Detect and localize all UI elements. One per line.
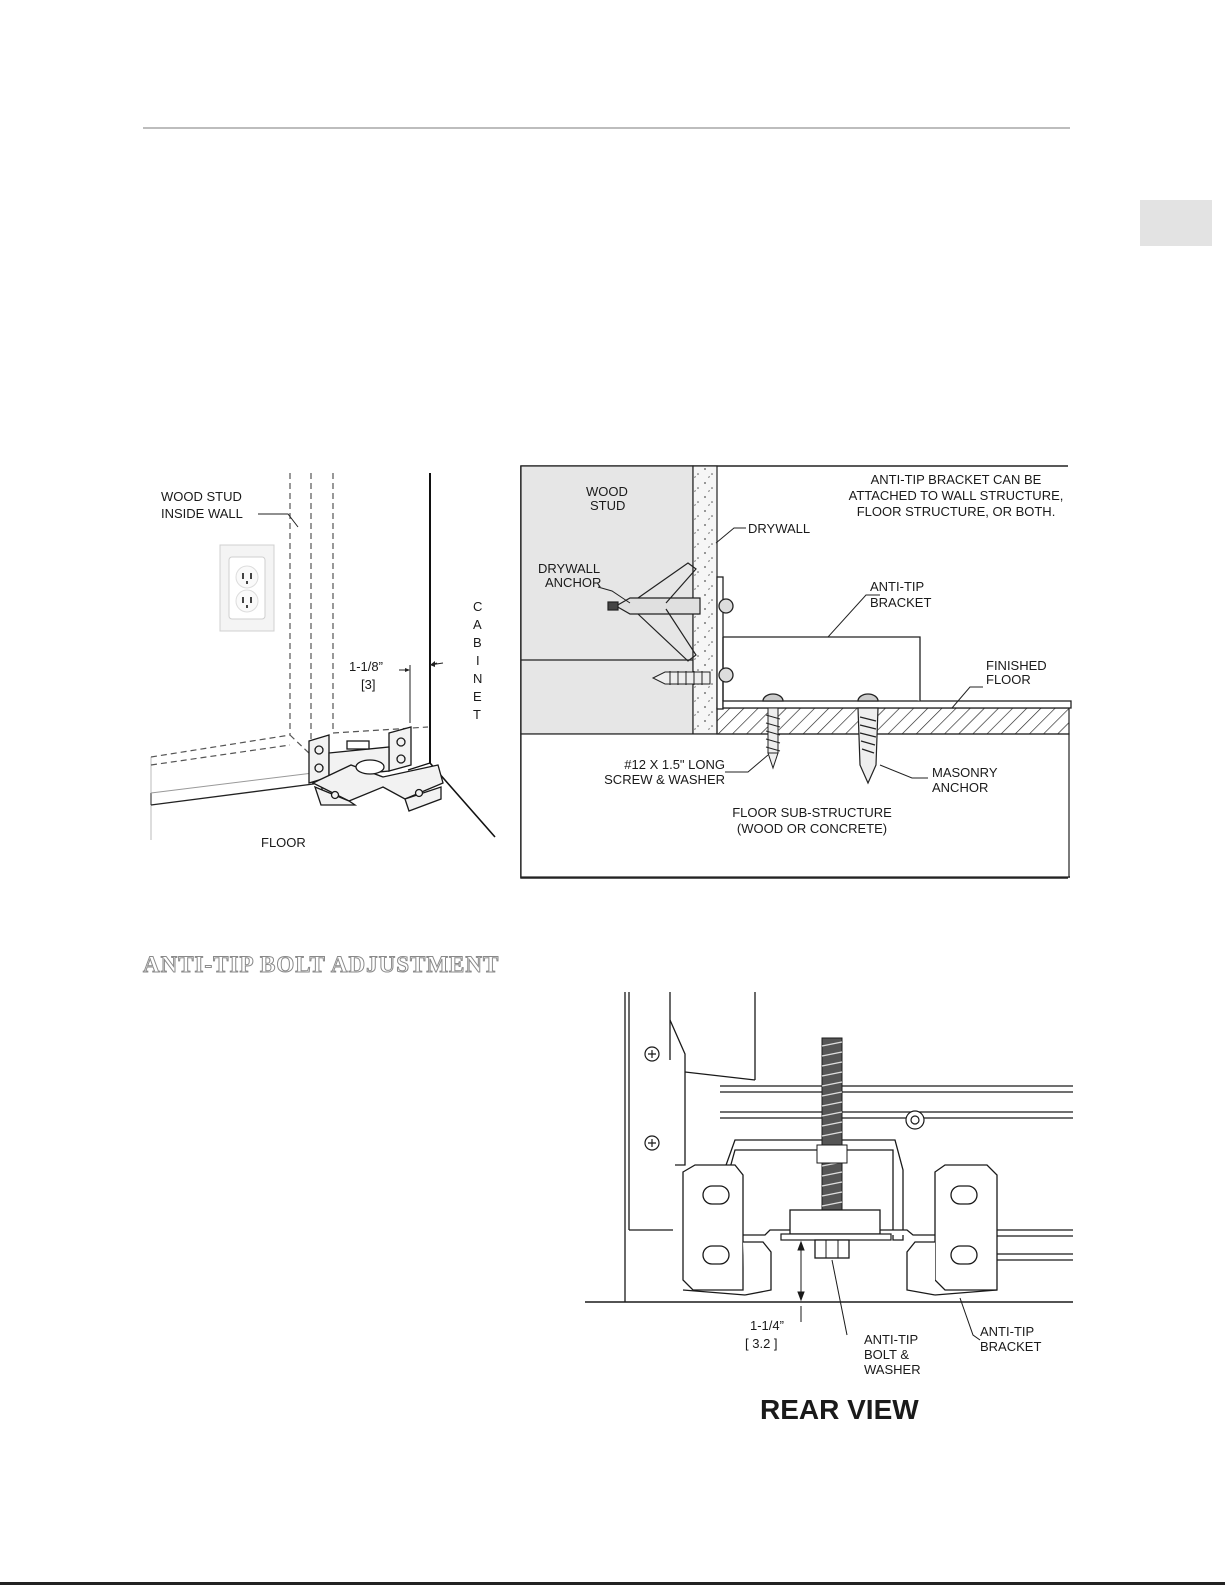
svg-text:C: C [473, 599, 482, 614]
frame-screws [644, 1046, 925, 1151]
svg-text:E: E [473, 689, 482, 704]
label-floor-sub-structure: FLOOR SUB-STRUCTURE [732, 805, 892, 820]
label-anti-tip-bolt-2: BOLT & [864, 1347, 909, 1362]
stud-screw [651, 671, 711, 685]
figure-wall-perspective: WOOD STUD INSIDE WALL 1-1/8” [3] C A B I… [150, 473, 496, 850]
svg-text:B: B [473, 635, 482, 650]
note-line-2: ATTACHED TO WALL STRUCTURE, [849, 488, 1064, 503]
dimension-1-1-4: 1-1/4” [750, 1318, 784, 1333]
label-drywall-anchor-2: ANCHOR [545, 575, 601, 590]
anti-tip-bracket-section [716, 576, 1072, 710]
label-wood-stud: WOOD [586, 484, 628, 499]
label-wood-stud-inside-wall: WOOD STUD [161, 489, 242, 504]
svg-text:N: N [473, 671, 482, 686]
label-screw-washer-2: SCREW & WASHER [604, 772, 725, 787]
label-finished-floor-2: FLOOR [986, 672, 1031, 687]
dimension-1-1-8: 1-1/8” [349, 659, 383, 674]
label-anti-tip-bolt: ANTI-TIP [864, 1332, 918, 1347]
rear-view-caption: REAR VIEW [760, 1394, 919, 1425]
masonry-anchor [857, 707, 879, 785]
label-anti-tip-bracket-2: BRACKET [870, 595, 931, 610]
floor-screw [765, 707, 781, 770]
label-wood-stud-2: STUD [590, 498, 625, 513]
label-floor-sub-structure-2: (WOOD OR CONCRETE) [737, 821, 887, 836]
dimension-3-2: [ 3.2 ] [745, 1336, 778, 1351]
figure-rear-view: 1-1/4” [ 3.2 ] ANTI-TIP BOLT & WASHER AN… [585, 992, 1073, 1377]
note-line-1: ANTI-TIP BRACKET CAN BE [871, 472, 1042, 487]
label-anti-tip-bracket-rear-2: BRACKET [980, 1339, 1041, 1354]
label-floor: FLOOR [261, 835, 306, 850]
label-masonry-anchor-2: ANCHOR [932, 780, 988, 795]
label-wood-stud-inside-wall-2: INSIDE WALL [161, 506, 243, 521]
dimension-3: [3] [361, 677, 375, 692]
wall-outlet [219, 544, 275, 632]
drywall-anchor [607, 562, 701, 662]
svg-text:T: T [473, 707, 481, 722]
label-drywall: DRYWALL [748, 521, 810, 536]
label-cabinet: C A B I N E T [473, 599, 482, 722]
svg-text:I: I [476, 653, 480, 668]
svg-text:A: A [473, 617, 482, 632]
label-anti-tip-bolt-3: WASHER [864, 1362, 921, 1377]
header-rule [143, 127, 1070, 129]
label-drywall-anchor: DRYWALL [538, 561, 600, 576]
label-anti-tip-bracket: ANTI-TIP [870, 579, 924, 594]
chapter-tab [1140, 200, 1212, 246]
figure-section-view: WOOD STUD DRYWALL DRYWALL ANCHOR ANTI-TI… [520, 465, 1072, 880]
section-heading: ANTI-TIP BOLT ADJUSTMENT [142, 952, 500, 978]
label-screw-washer: #12 X 1.5" LONG [624, 757, 725, 772]
footer-rule [0, 1582, 1225, 1585]
label-masonry-anchor: MASONRY [932, 765, 998, 780]
anti-tip-bracket-rear [682, 1164, 998, 1296]
anti-tip-bolt [780, 1037, 892, 1259]
anti-tip-bracket-perspective [308, 726, 444, 812]
label-anti-tip-bracket-rear: ANTI-TIP [980, 1324, 1034, 1339]
label-finished-floor: FINISHED [986, 658, 1047, 673]
note-line-3: FLOOR STRUCTURE, OR BOTH. [857, 504, 1056, 519]
